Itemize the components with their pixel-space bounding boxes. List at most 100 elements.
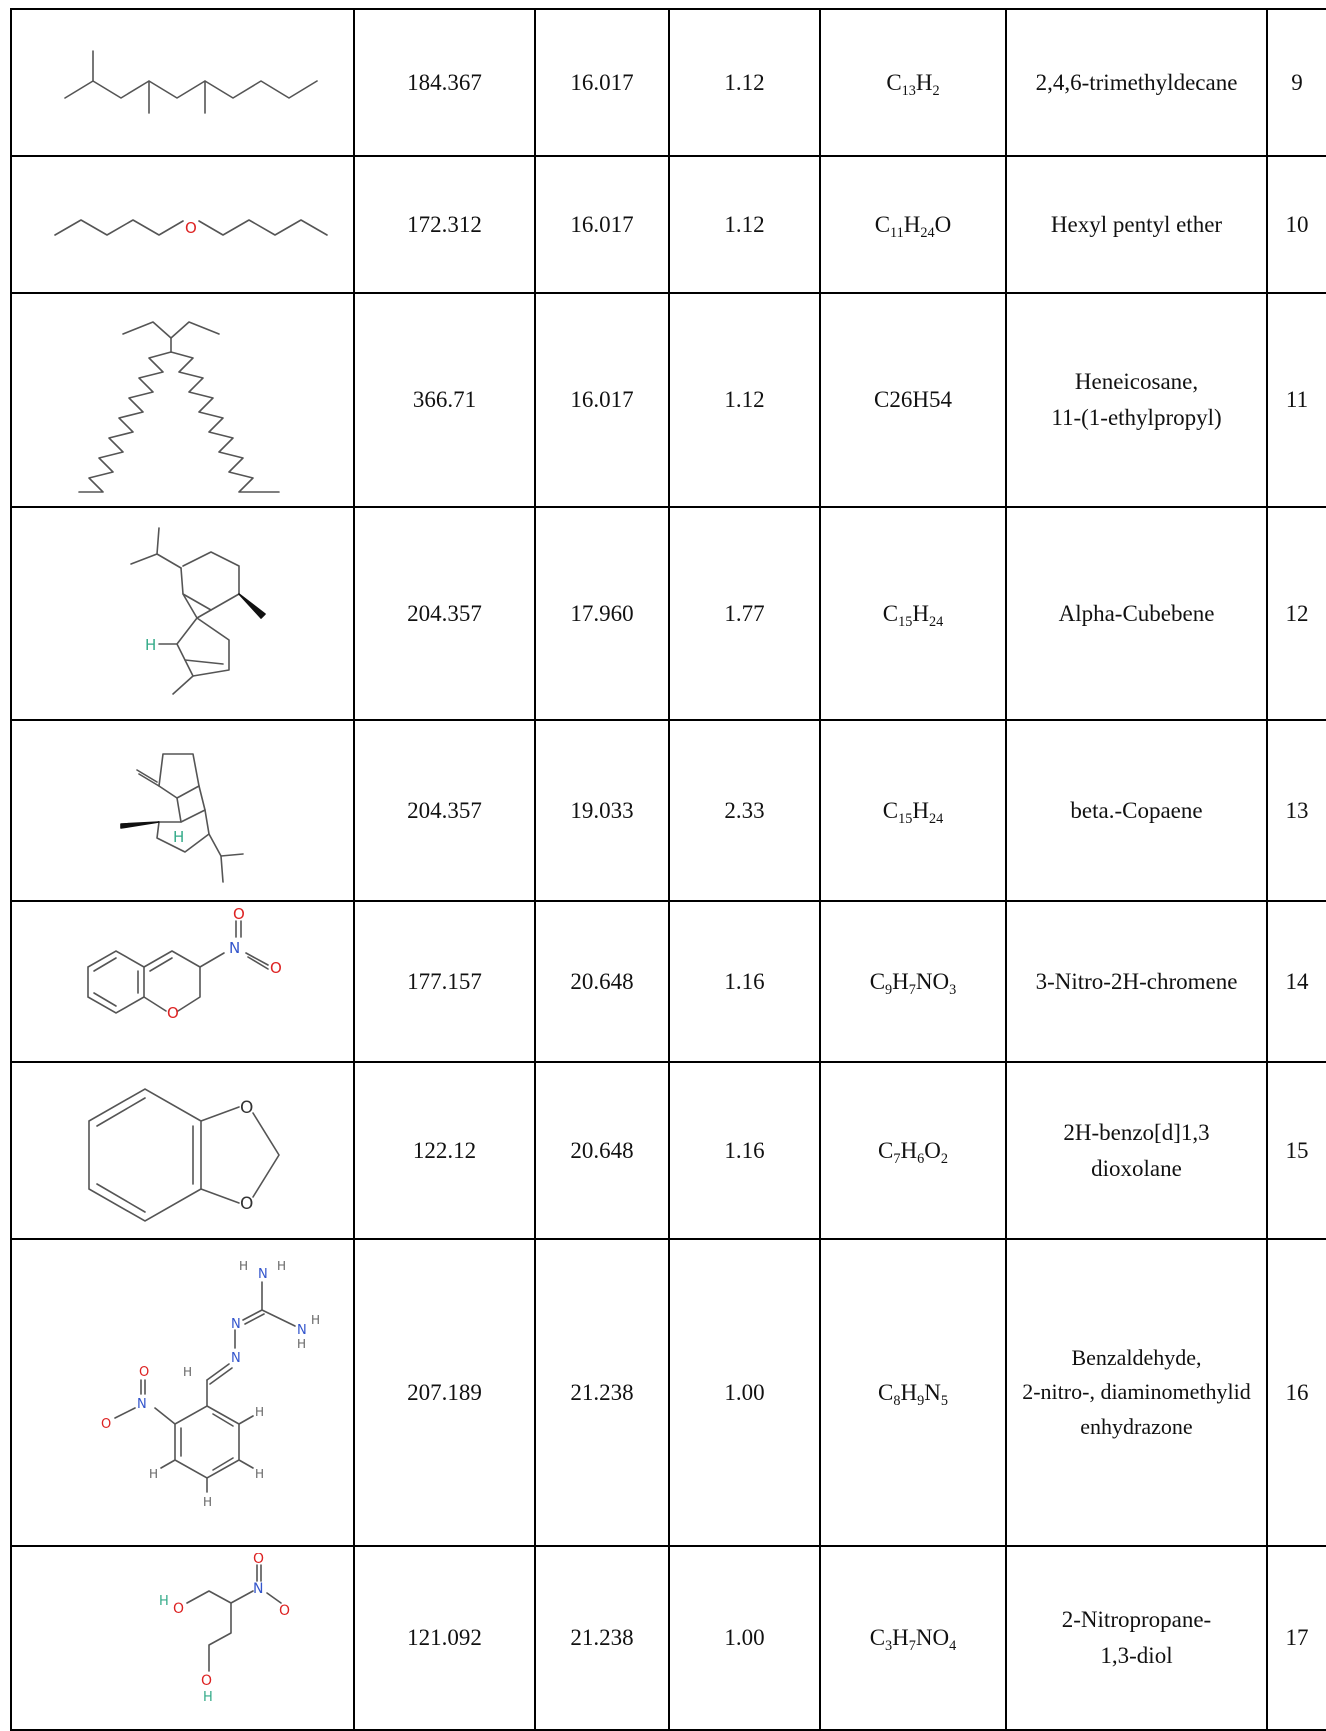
formula-cell: C15H24 <box>819 506 1007 721</box>
amine-nitrogen-label: N <box>297 1323 307 1338</box>
rt-cell: 16.017 <box>534 155 670 294</box>
table-row: O N O O 177.157 20.648 1.16 C9H7NO3 3-Ni… <box>10 900 1326 1063</box>
dioxole-oxygen-label: O <box>240 1194 253 1214</box>
area-cell: 2.33 <box>668 719 821 902</box>
formula-cell: C9H7NO3 <box>819 900 1007 1063</box>
h-label: H <box>277 1259 286 1273</box>
formula-cell: C3H7NO4 <box>819 1545 1007 1731</box>
ether-oxygen-label: O <box>185 219 197 237</box>
nitro-oxygen-label: O <box>101 1417 111 1432</box>
area-cell: 1.16 <box>668 900 821 1063</box>
h-label: H <box>203 1495 212 1509</box>
formula-cell: C8H9N5 <box>819 1238 1007 1547</box>
table-row: 366.71 16.017 1.12 C26H54 Heneicosane,11… <box>10 292 1326 508</box>
structure-cell: H <box>10 506 355 721</box>
formula-cell: C7H6O2 <box>819 1061 1007 1240</box>
formula-cell: C26H54 <box>819 292 1007 508</box>
h-label: H <box>311 1313 320 1327</box>
mass-cell: 177.157 <box>353 900 536 1063</box>
table-row: H O O N O O H 121.092 21.238 1.00 C3H7NO… <box>10 1545 1326 1731</box>
number-cell: 11 <box>1266 292 1326 508</box>
h-label: H <box>239 1259 248 1273</box>
h-label: H <box>255 1405 264 1419</box>
3-nitro-2h-chromene-structure: O N O O <box>86 907 281 1022</box>
table-row: 184.367 16.017 1.12 C13H2 2,4,6-trimethy… <box>10 8 1326 157</box>
structure-cell: H O O N O O H <box>10 1545 355 1731</box>
mass-cell: 122.12 <box>353 1061 536 1240</box>
area-cell: 1.00 <box>668 1238 821 1547</box>
formula-cell: C11H24O <box>819 155 1007 294</box>
nitro-oxygen-label: O <box>233 907 245 923</box>
formula-cell: C13H2 <box>819 8 1007 157</box>
structure-cell: H N H N H H N N H <box>10 1238 355 1547</box>
h-label: H <box>297 1337 306 1351</box>
mass-cell: 204.357 <box>353 506 536 721</box>
rt-cell: 20.648 <box>534 900 670 1063</box>
structure-cell: O O <box>10 1061 355 1240</box>
h-label: H <box>183 1365 192 1379</box>
h-label: H <box>149 1467 158 1481</box>
mass-cell: 121.092 <box>353 1545 536 1731</box>
rt-cell: 20.648 <box>534 1061 670 1240</box>
h-label: H <box>203 1690 213 1705</box>
number-cell: 17 <box>1266 1545 1326 1731</box>
h-label: H <box>145 636 156 654</box>
mass-cell: 366.71 <box>353 292 536 508</box>
table-row: H 204.357 17.960 1.77 C15H24 Alpha-Cubeb… <box>10 506 1326 721</box>
hydroxyl-oxygen-label: O <box>173 1601 184 1617</box>
structure-cell <box>10 8 355 157</box>
name-cell: 3-Nitro-2H-chromene <box>1005 900 1268 1063</box>
area-cell: 1.12 <box>668 8 821 157</box>
number-cell: 15 <box>1266 1061 1326 1240</box>
h-label: H <box>255 1467 264 1481</box>
hydroxyl-oxygen-label: O <box>201 1673 212 1689</box>
nitro-oxygen-label: O <box>253 1553 264 1567</box>
h-label: H <box>173 828 184 846</box>
hydrazone-nitrogen-label: N <box>231 1317 241 1332</box>
number-cell: 14 <box>1266 900 1326 1063</box>
rt-cell: 17.960 <box>534 506 670 721</box>
nitrobenzaldehyde-hydrazone-structure: H N H N H H N N H <box>101 1259 320 1509</box>
name-cell: beta.-Copaene <box>1005 719 1268 902</box>
mass-cell: 204.357 <box>353 719 536 902</box>
nitro-nitrogen-label: N <box>253 1581 263 1597</box>
area-cell: 1.12 <box>668 155 821 294</box>
2,4,6-trimethyldecane-structure <box>63 49 318 114</box>
name-cell: 2-Nitropropane-1,3-diol <box>1005 1545 1268 1731</box>
compound-table: 184.367 16.017 1.12 C13H2 2,4,6-trimethy… <box>10 8 1326 1731</box>
rt-cell: 21.238 <box>534 1545 670 1731</box>
nitro-oxygen-label: O <box>139 1365 149 1380</box>
amine-nitrogen-label: N <box>258 1267 268 1282</box>
name-cell: Alpha-Cubebene <box>1005 506 1268 721</box>
mass-cell: 207.189 <box>353 1238 536 1547</box>
nitro-nitrogen-label: N <box>229 939 240 957</box>
nitro-oxygen-label: O <box>279 1603 290 1619</box>
structure-cell: H <box>10 719 355 902</box>
rt-cell: 21.238 <box>534 1238 670 1547</box>
area-cell: 1.16 <box>668 1061 821 1240</box>
area-cell: 1.00 <box>668 1545 821 1731</box>
name-cell: 2,4,6-trimethyldecane <box>1005 8 1268 157</box>
table-row: H 204.357 19.033 2.33 C15H24 beta.-Copae… <box>10 719 1326 902</box>
heneicosane-structure <box>77 321 280 493</box>
ring-oxygen-label: O <box>167 1004 179 1022</box>
rt-cell: 19.033 <box>534 719 670 902</box>
number-cell: 9 <box>1266 8 1326 157</box>
dioxole-oxygen-label: O <box>240 1098 253 1118</box>
area-cell: 1.12 <box>668 292 821 508</box>
hydrazone-nitrogen-label: N <box>231 1351 241 1366</box>
hexyl-pentyl-ether-structure: O <box>53 219 328 237</box>
structure-cell: O N O O <box>10 900 355 1063</box>
alpha-cubebene-structure: H <box>129 526 266 695</box>
name-cell: Heneicosane,11-(1-ethylpropyl) <box>1005 292 1268 508</box>
number-cell: 16 <box>1266 1238 1326 1547</box>
nitro-nitrogen-label: N <box>137 1397 147 1412</box>
number-cell: 12 <box>1266 506 1326 721</box>
table-row: O 172.312 16.017 1.12 C11H24O Hexyl pent… <box>10 155 1326 294</box>
structure-cell <box>10 292 355 508</box>
area-cell: 1.77 <box>668 506 821 721</box>
rt-cell: 16.017 <box>534 8 670 157</box>
